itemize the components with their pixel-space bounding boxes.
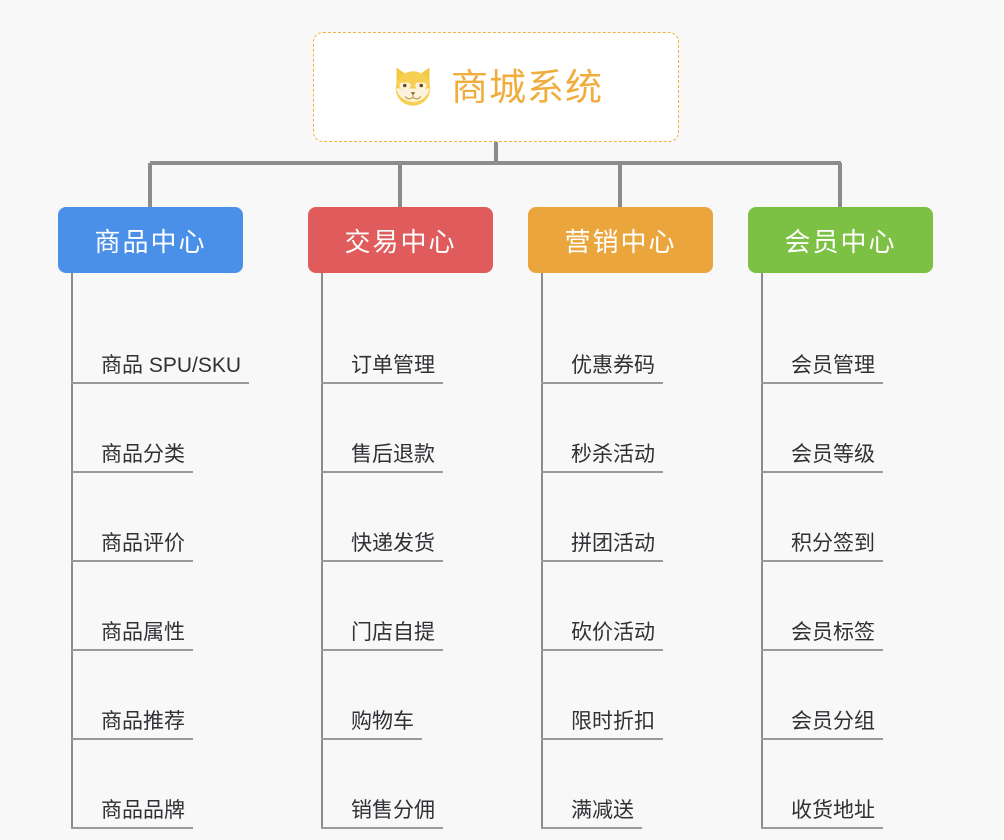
leaf-item[interactable]: 快递发货 bbox=[321, 473, 508, 562]
leaf-rule bbox=[541, 827, 642, 829]
leaf-item[interactable]: 商品属性 bbox=[71, 562, 258, 651]
connector-lines bbox=[148, 142, 842, 207]
leaf-rule bbox=[541, 649, 663, 651]
leaf-rule bbox=[321, 471, 443, 473]
leaf-label: 购物车 bbox=[351, 709, 414, 733]
column-会员中心: 会员中心 会员管理 会员等级 积分签到 会员标签 会员分组 bbox=[748, 207, 948, 829]
leaf-rule bbox=[541, 560, 663, 562]
leaf-item[interactable]: 会员等级 bbox=[761, 384, 948, 473]
leaf-label: 商品分类 bbox=[101, 442, 185, 466]
leaf-label: 商品品牌 bbox=[101, 798, 185, 822]
column-营销中心: 营销中心 优惠券码 秒杀活动 拼团活动 砍价活动 限时折扣 bbox=[528, 207, 728, 829]
leaf-item[interactable]: 秒杀活动 bbox=[541, 384, 728, 473]
leaf-rule bbox=[761, 649, 883, 651]
leaf-spine-3 bbox=[761, 273, 763, 829]
leaf-label: 砍价活动 bbox=[571, 620, 655, 644]
column-商品中心: 商品中心 商品 SPU/SKU 商品分类 商品评价 商品属性 商品推荐 bbox=[58, 207, 258, 829]
leaf-rule bbox=[541, 738, 663, 740]
leaf-label: 秒杀活动 bbox=[571, 442, 655, 466]
leaf-rule bbox=[761, 827, 883, 829]
leaf-rule bbox=[71, 649, 193, 651]
category-label-3: 会员中心 bbox=[784, 226, 897, 257]
root-node[interactable]: 商城系统 bbox=[313, 32, 679, 142]
leaf-list-3: 会员管理 会员等级 积分签到 会员标签 会员分组 收货地址 bbox=[748, 273, 948, 829]
leaf-label: 收货地址 bbox=[791, 798, 875, 822]
leaf-label: 门店自提 bbox=[351, 620, 435, 644]
leaf-label: 拼团活动 bbox=[571, 531, 655, 555]
leaf-item[interactable]: 商品 SPU/SKU bbox=[71, 295, 258, 384]
leaf-item[interactable]: 会员标签 bbox=[761, 562, 948, 651]
leaf-item[interactable]: 商品分类 bbox=[71, 384, 258, 473]
column-交易中心: 交易中心 订单管理 售后退款 快递发货 门店自提 购物车 bbox=[308, 207, 508, 829]
leaf-label: 快递发货 bbox=[351, 531, 435, 555]
leaf-rule bbox=[71, 471, 193, 473]
leaf-spine-0 bbox=[71, 273, 73, 829]
category-label-0: 商品中心 bbox=[94, 226, 207, 257]
leaf-label: 会员分组 bbox=[791, 709, 875, 733]
leaf-rule bbox=[321, 738, 422, 740]
leaf-rule bbox=[321, 649, 443, 651]
leaf-rule bbox=[541, 382, 663, 384]
leaf-item[interactable]: 销售分佣 bbox=[321, 740, 508, 829]
leaf-rule bbox=[541, 471, 663, 473]
category-box-3[interactable]: 会员中心 bbox=[748, 207, 933, 273]
leaf-rule bbox=[71, 560, 193, 562]
leaf-label: 商品 SPU/SKU bbox=[101, 353, 242, 377]
leaf-list-0: 商品 SPU/SKU 商品分类 商品评价 商品属性 商品推荐 商品品牌 bbox=[58, 273, 258, 829]
leaf-item[interactable]: 售后退款 bbox=[321, 384, 508, 473]
leaf-label: 会员管理 bbox=[791, 353, 875, 377]
category-box-0[interactable]: 商品中心 bbox=[58, 207, 243, 273]
leaf-item[interactable]: 商品推荐 bbox=[71, 651, 258, 740]
leaf-label: 会员等级 bbox=[791, 442, 875, 466]
leaf-rule bbox=[71, 738, 193, 740]
leaf-label: 订单管理 bbox=[351, 353, 435, 377]
leaf-label: 会员标签 bbox=[791, 620, 875, 644]
leaf-label: 销售分佣 bbox=[351, 798, 435, 822]
category-box-2[interactable]: 营销中心 bbox=[528, 207, 713, 273]
leaf-item[interactable]: 购物车 bbox=[321, 651, 508, 740]
leaf-item[interactable]: 商品评价 bbox=[71, 473, 258, 562]
leaf-item[interactable]: 收货地址 bbox=[761, 740, 948, 829]
leaf-spine-2 bbox=[541, 273, 543, 829]
leaf-rule bbox=[71, 827, 193, 829]
leaf-item[interactable]: 会员分组 bbox=[761, 651, 948, 740]
leaf-label: 商品属性 bbox=[101, 620, 185, 644]
leaf-item[interactable]: 拼团活动 bbox=[541, 473, 728, 562]
leaf-rule bbox=[321, 827, 443, 829]
leaf-item[interactable]: 门店自提 bbox=[321, 562, 508, 651]
leaf-label: 商品推荐 bbox=[101, 709, 185, 733]
leaf-rule bbox=[761, 471, 883, 473]
leaf-item[interactable]: 砍价活动 bbox=[541, 562, 728, 651]
category-box-1[interactable]: 交易中心 bbox=[308, 207, 493, 273]
leaf-item[interactable]: 会员管理 bbox=[761, 295, 948, 384]
leaf-label: 满减送 bbox=[571, 798, 634, 822]
leaf-item[interactable]: 满减送 bbox=[541, 740, 728, 829]
leaf-rule bbox=[321, 560, 443, 562]
leaf-item[interactable]: 优惠券码 bbox=[541, 295, 728, 384]
leaf-rule bbox=[321, 382, 443, 384]
leaf-label: 优惠券码 bbox=[571, 353, 655, 377]
leaf-list-2: 优惠券码 秒杀活动 拼团活动 砍价活动 限时折扣 满减送 bbox=[528, 273, 728, 829]
leaf-label: 限时折扣 bbox=[571, 709, 655, 733]
category-label-1: 交易中心 bbox=[344, 226, 457, 257]
leaf-rule bbox=[761, 738, 883, 740]
leaf-item[interactable]: 订单管理 bbox=[321, 295, 508, 384]
leaf-label: 商品评价 bbox=[101, 531, 185, 555]
leaf-list-1: 订单管理 售后退款 快递发货 门店自提 购物车 销售分佣 bbox=[308, 273, 508, 829]
leaf-rule bbox=[761, 560, 883, 562]
leaf-label: 积分签到 bbox=[791, 531, 875, 555]
leaf-rule bbox=[71, 382, 249, 384]
leaf-item[interactable]: 限时折扣 bbox=[541, 651, 728, 740]
leaf-item[interactable]: 商品品牌 bbox=[71, 740, 258, 829]
leaf-item[interactable]: 积分签到 bbox=[761, 473, 948, 562]
category-label-2: 营销中心 bbox=[564, 226, 677, 257]
root-title: 商城系统 bbox=[451, 66, 603, 108]
leaf-spine-1 bbox=[321, 273, 323, 829]
shiba-dog-face-icon bbox=[395, 67, 431, 106]
leaf-rule bbox=[761, 382, 883, 384]
leaf-label: 售后退款 bbox=[351, 442, 435, 466]
